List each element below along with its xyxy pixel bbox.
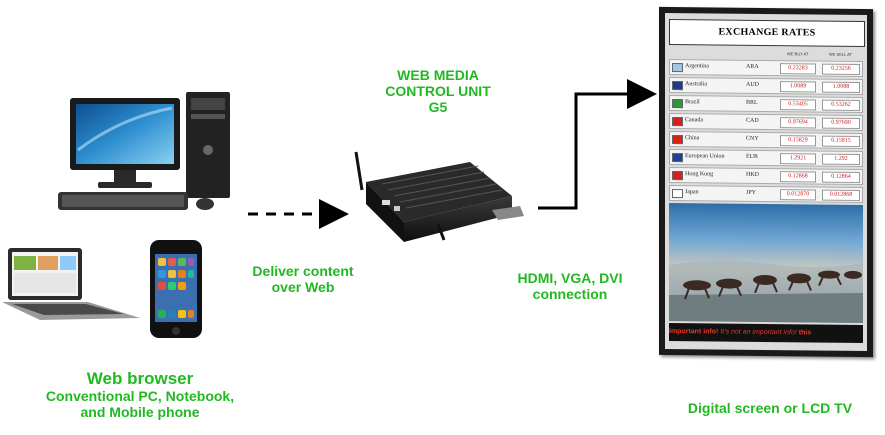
news-ticker: Important info! It's not an important in…	[669, 322, 863, 344]
buy-rate: 0.012870	[780, 189, 816, 201]
ticker-bold: Important info!	[669, 327, 719, 336]
screen-label: Digital screen or LCD TV	[687, 400, 853, 416]
rate-table: WE BUY AT WE SELL AT Argentina ARA 0.23283…	[669, 49, 863, 205]
flag-icon	[672, 171, 683, 181]
digital-screen: EXCHANGE RATES WE BUY AT WE SELL AT Arge…	[659, 6, 873, 358]
browser-sub-line-2: and Mobile phone	[80, 404, 200, 420]
buy-rate: 0.97694	[780, 117, 816, 129]
flag-icon	[672, 81, 683, 91]
currency-code: BRL	[746, 99, 758, 106]
ticker-italic: It's not an important info!	[720, 328, 797, 337]
country-name: European Union	[685, 153, 725, 160]
rate-row: China CNY 0.15829 0.15815	[669, 130, 863, 150]
country-name: Australia	[685, 81, 707, 88]
media-control-unit-icon	[354, 151, 524, 242]
rate-row: Canada CAD 0.97694 0.97690	[669, 112, 863, 132]
currency-code: JPY	[746, 189, 757, 196]
rate-row: Japan JPY 0.012870 0.012868	[669, 184, 863, 204]
connection-arrow	[538, 79, 657, 210]
country-name: Hong Kong	[685, 171, 714, 178]
rate-row: Argentina ARA 0.23283 0.23256	[669, 58, 863, 78]
desktop-pc-icon	[58, 92, 230, 210]
deliver-line-2: over Web	[271, 279, 335, 295]
flag-icon	[672, 135, 683, 145]
sell-rate: 0.012868	[822, 189, 860, 201]
country-name: Brazil	[685, 99, 700, 106]
browser-title: Web browser	[86, 369, 194, 388]
notebook-icon	[2, 248, 140, 320]
flag-icon	[672, 153, 683, 163]
buy-rate: 0.23283	[780, 63, 816, 75]
deliver-label: Deliver content over Web	[228, 263, 378, 295]
country-name: China	[685, 135, 700, 142]
board-title: EXCHANGE RATES	[669, 18, 865, 48]
browser-label: Web browser Conventional PC, Notebook, a…	[20, 369, 260, 421]
connection-label: HDMI, VGA, DVI connection	[490, 270, 650, 302]
country-name: Japan	[685, 189, 699, 196]
currency-code: AUD	[746, 81, 759, 88]
sell-rate: 1.0088	[822, 81, 860, 93]
flag-icon	[672, 63, 683, 73]
control-unit-label: WEB MEDIA CONTROL UNIT G5	[368, 67, 508, 115]
control-unit-line-1: WEB MEDIA	[397, 67, 479, 83]
buy-rate: 0.12868	[780, 171, 816, 183]
connection-line-2: connection	[532, 286, 608, 302]
currency-code: ARA	[746, 63, 759, 70]
col-buy-header: WE BUY AT	[787, 51, 809, 57]
mobile-phone-icon	[150, 240, 202, 338]
currency-code: HKD	[746, 171, 759, 178]
country-name: Canada	[685, 117, 703, 124]
sell-rate: 1.292	[822, 153, 860, 165]
exchange-board: EXCHANGE RATES WE BUY AT WE SELL AT Arge…	[665, 12, 867, 352]
rate-row: Australia AUD 1.0089 1.0088	[669, 76, 863, 96]
col-sell-header: WE SELL AT	[829, 51, 852, 57]
sell-rate: 0.12864	[822, 171, 860, 183]
ticker-end: this	[798, 329, 812, 337]
sell-rate: 0.53262	[822, 99, 860, 111]
rate-row: European Union EUR 1.2921 1.292	[669, 148, 863, 168]
rate-row: Brazil BRL 0.53405 0.53262	[669, 94, 863, 114]
horses-photo	[669, 202, 863, 324]
buy-rate: 0.15829	[780, 135, 816, 147]
browser-sub-line-1: Conventional PC, Notebook,	[45, 388, 235, 404]
buy-rate: 0.53405	[780, 99, 816, 111]
currency-code: CAD	[746, 117, 759, 124]
deliver-line-1: Deliver content	[252, 263, 354, 279]
currency-code: CNY	[746, 135, 759, 142]
sell-rate: 0.97690	[822, 117, 860, 129]
flag-icon	[672, 117, 683, 127]
flag-icon	[672, 99, 683, 109]
sell-rate: 0.15815	[822, 135, 860, 147]
currency-code: EUR	[746, 153, 758, 160]
country-name: Argentina	[685, 63, 709, 70]
sell-rate: 0.23256	[822, 63, 860, 75]
control-unit-line-3: G5	[428, 99, 448, 115]
buy-rate: 1.0089	[780, 81, 816, 93]
buy-rate: 1.2921	[780, 153, 816, 165]
control-unit-line-2: CONTROL UNIT	[385, 83, 491, 99]
rate-row: Hong Kong HKD 0.12868 0.12864	[669, 166, 863, 186]
flag-icon	[672, 189, 683, 199]
connection-line-1: HDMI, VGA, DVI	[517, 270, 623, 286]
